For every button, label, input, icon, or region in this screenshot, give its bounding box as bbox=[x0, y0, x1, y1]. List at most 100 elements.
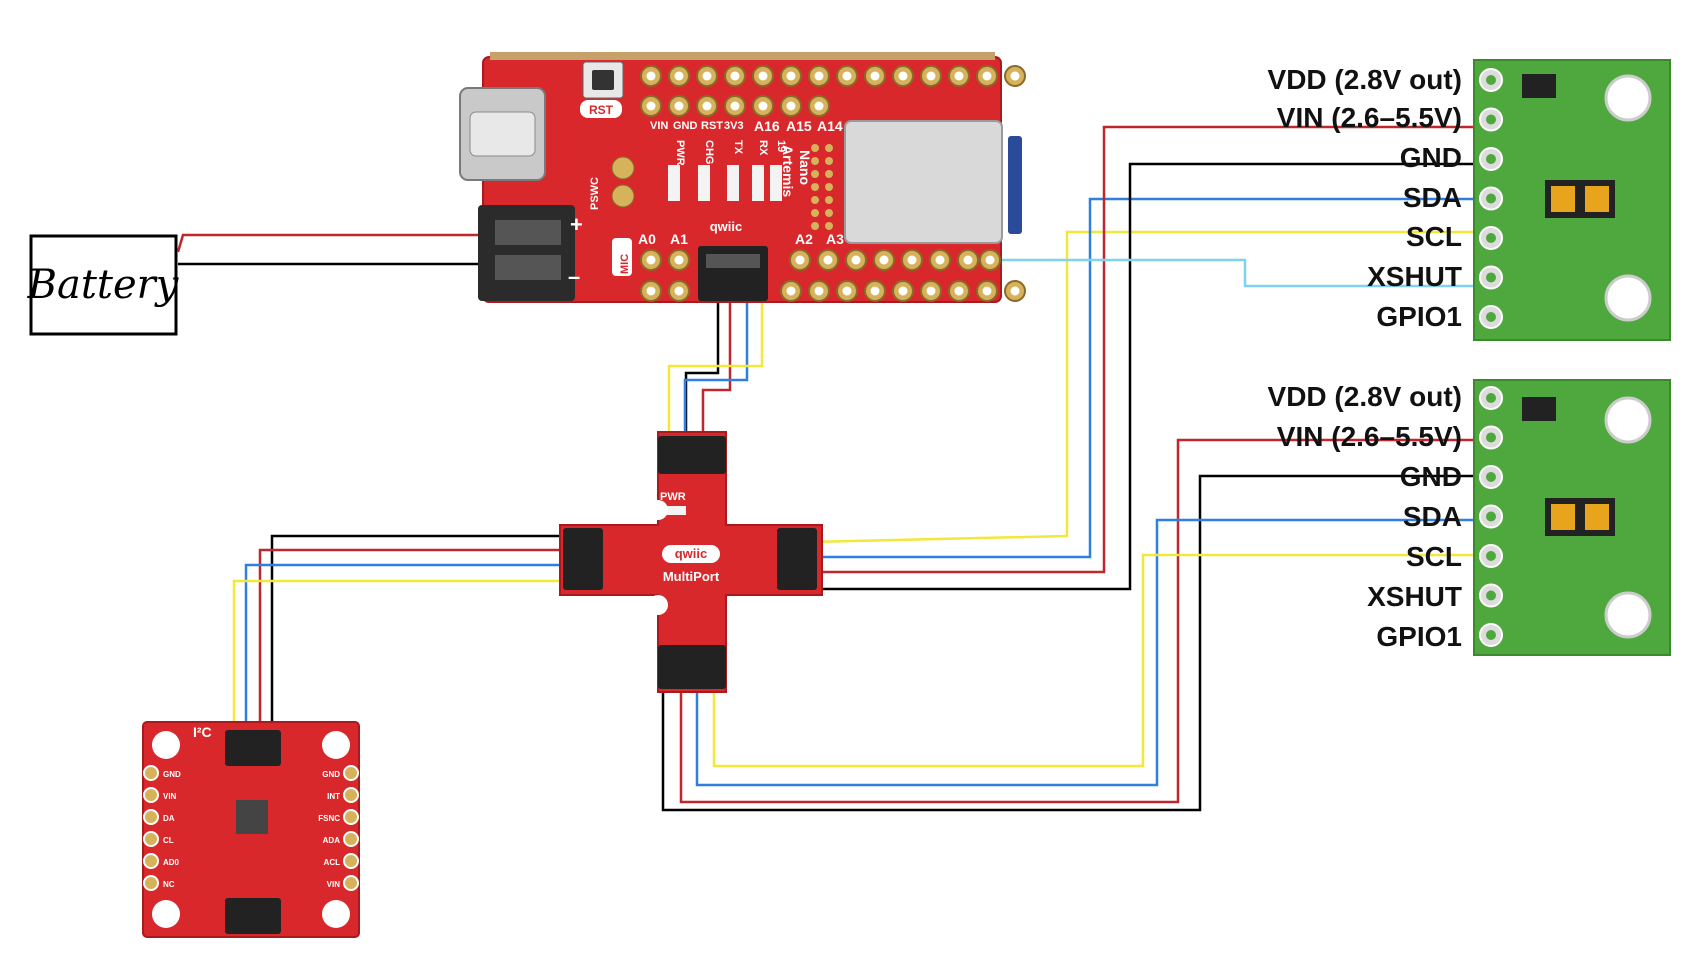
reset-button-cap[interactable] bbox=[592, 70, 614, 90]
header-pin-hole bbox=[646, 255, 656, 265]
header-pin-hole bbox=[985, 255, 995, 265]
imu-pin-left bbox=[143, 831, 159, 847]
small-pad bbox=[825, 183, 833, 191]
multiport-connector-left[interactable] bbox=[563, 528, 603, 590]
header-label-3v3: 3V3 bbox=[724, 120, 744, 132]
tof1-pin-label-sda: SDA bbox=[1403, 182, 1462, 213]
small-pad bbox=[811, 209, 819, 217]
mic-label: MIC bbox=[619, 254, 631, 274]
header-pin-hole bbox=[926, 286, 936, 296]
imu-qwiic-top[interactable] bbox=[225, 730, 281, 766]
imu-pin-label-right: FSNC bbox=[318, 814, 340, 823]
tof2-emitter bbox=[1551, 504, 1575, 530]
battery-label: Battery bbox=[27, 262, 180, 308]
header-pin-hole bbox=[646, 101, 656, 111]
imu-pin-label-left: AD0 bbox=[163, 858, 180, 867]
small-pad bbox=[811, 157, 819, 165]
artemis-qwiic-label: qwiic bbox=[710, 219, 743, 234]
imu-mount-hole-bl bbox=[152, 900, 180, 928]
small-pad bbox=[811, 170, 819, 178]
header-pin-hole bbox=[926, 71, 936, 81]
wire-tof1-sda bbox=[810, 197, 1484, 559]
imu-i2c-label: I²C bbox=[193, 724, 212, 740]
battery: Battery bbox=[27, 234, 180, 336]
header-pin-hole bbox=[674, 101, 684, 111]
header-pin-hole bbox=[963, 255, 973, 265]
header-pin-hole bbox=[730, 101, 740, 111]
tof-pin-hole bbox=[1486, 393, 1496, 403]
wire-xshut bbox=[990, 258, 1484, 288]
tof-pin-hole bbox=[1486, 75, 1496, 85]
pswc-label: PSWC bbox=[589, 177, 601, 210]
header-pin-hole bbox=[646, 71, 656, 81]
wire-tof2-gnd bbox=[661, 474, 1484, 812]
imu-pin-label-left: VIN bbox=[163, 792, 177, 801]
tof2-pin-label-xshut: XSHUT bbox=[1367, 581, 1462, 612]
rst-label: RST bbox=[589, 103, 614, 117]
header-pin-hole bbox=[674, 286, 684, 296]
header-pin-hole bbox=[954, 286, 964, 296]
tof-pin-hole bbox=[1486, 511, 1496, 522]
multiport-pwr-label: PWR bbox=[660, 491, 686, 503]
header-pin-hole bbox=[842, 71, 852, 81]
multiport-connector-top[interactable] bbox=[658, 436, 726, 474]
tof2-receiver bbox=[1585, 504, 1609, 530]
header-pin-hole bbox=[879, 255, 889, 265]
multiport-connector-right[interactable] bbox=[777, 528, 817, 590]
led-label-rx: RX bbox=[757, 140, 769, 156]
header-pin-hole bbox=[851, 255, 861, 265]
imu-pin-right bbox=[343, 831, 359, 847]
header-pin-hole bbox=[842, 286, 852, 296]
tof-pin-hole bbox=[1486, 432, 1496, 443]
battery-minus-label: – bbox=[568, 264, 580, 289]
tof-sensor-2 bbox=[1473, 379, 1671, 656]
bottom-label-a3: A3 bbox=[826, 231, 844, 247]
tof-pin-hole bbox=[1486, 472, 1496, 482]
wire-tof1-gnd bbox=[810, 162, 1484, 591]
wire-tof2-vin bbox=[679, 438, 1484, 804]
led-label-tx: TX bbox=[732, 140, 744, 155]
wire-imu-gnd bbox=[270, 534, 580, 735]
bottom-label-a0: A0 bbox=[638, 231, 656, 247]
imu-qwiic-bottom[interactable] bbox=[225, 898, 281, 934]
tof-pin-hole bbox=[1486, 551, 1496, 561]
small-pad bbox=[825, 170, 833, 178]
imu-pin-left bbox=[143, 809, 159, 825]
imu-mount-hole-tr bbox=[322, 731, 350, 759]
artemis-module bbox=[844, 120, 1003, 244]
wire-imu-scl bbox=[232, 579, 580, 735]
imu-pin-left bbox=[143, 853, 159, 869]
imu-pin-right bbox=[343, 853, 359, 869]
tof1-pin-label-gpio1: GPIO1 bbox=[1376, 301, 1462, 332]
tof1-pin-label-vin: VIN (2.6–5.5V) bbox=[1277, 102, 1462, 133]
header-label-rst: RST bbox=[701, 120, 723, 132]
imu-pin-left bbox=[143, 765, 159, 781]
mic-badge bbox=[612, 238, 632, 276]
small-pad bbox=[825, 209, 833, 217]
imu-pin-label-left: CL bbox=[163, 836, 174, 845]
tof2-pin-label-sda: SDA bbox=[1403, 501, 1462, 532]
bottom-label-a2: A2 bbox=[795, 231, 813, 247]
header-pin-hole bbox=[823, 255, 833, 265]
tof-pin-hole bbox=[1486, 590, 1496, 601]
multiport-notch-bl bbox=[648, 595, 668, 615]
multiport-notch-tl bbox=[648, 500, 668, 520]
small-pad bbox=[825, 196, 833, 204]
multiport-connector-bottom[interactable] bbox=[658, 645, 726, 689]
imu-pin-label-right: ADA bbox=[323, 836, 341, 845]
multiport-qwiic-badge bbox=[662, 545, 720, 563]
wire-qwiic-top-sda bbox=[683, 300, 749, 440]
tof2-mount-hole-top bbox=[1604, 396, 1652, 444]
header-pin-hole bbox=[935, 255, 945, 265]
led-tx bbox=[727, 165, 739, 201]
wire-tof2-scl bbox=[712, 553, 1484, 768]
header-pin-hole bbox=[898, 286, 908, 296]
imu-pin-left bbox=[143, 787, 159, 803]
header-pin-hole bbox=[982, 286, 992, 296]
wire-qwiic-top-vin bbox=[701, 300, 732, 440]
tof2-pin-label-vdd: VDD (2.8V out) bbox=[1268, 381, 1462, 412]
imu-pin-right bbox=[343, 787, 359, 803]
